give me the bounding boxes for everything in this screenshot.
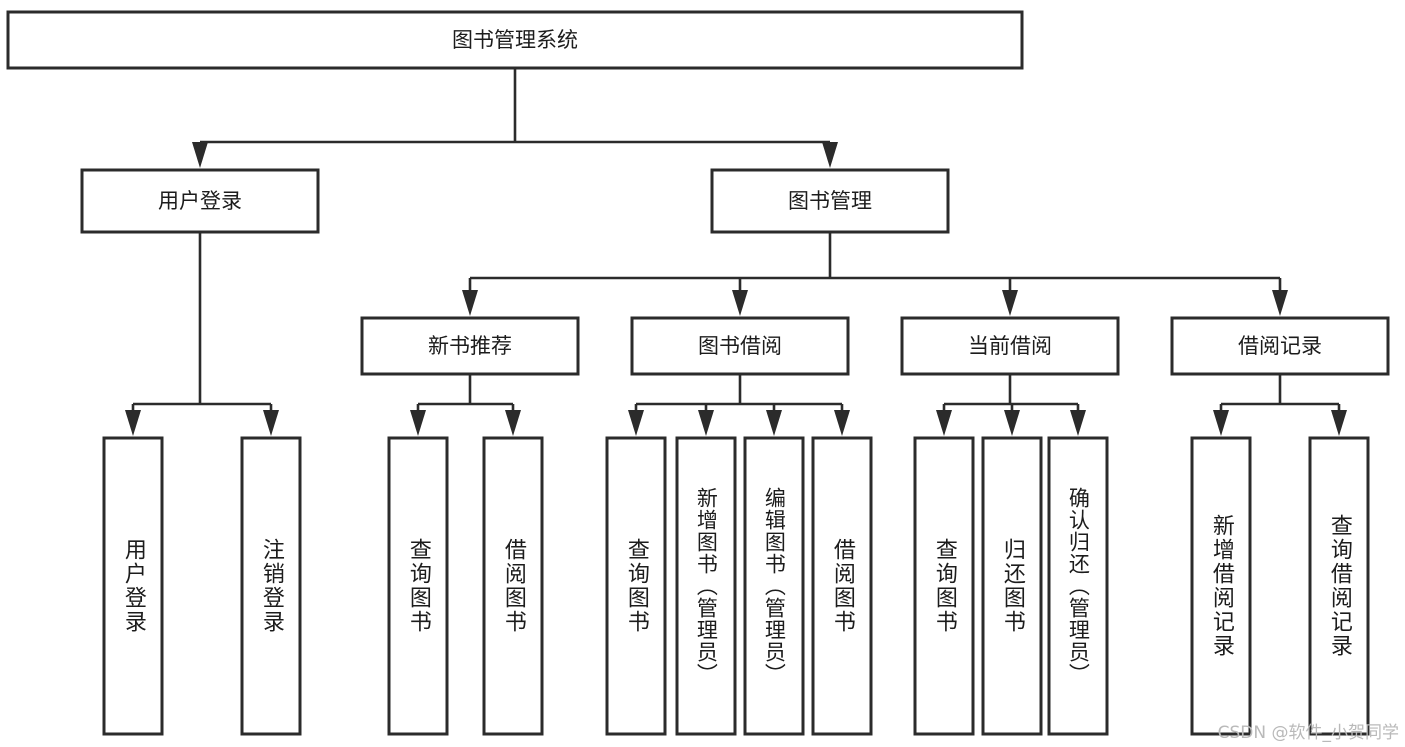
node-boxes-layer — [6, 10, 1390, 736]
arrow-head-icon — [732, 290, 748, 316]
node-box-leaf-borrow-book-2[interactable] — [811, 436, 873, 736]
node-box-leaf-add-book[interactable] — [675, 436, 737, 736]
node-box-new-book-recommend[interactable] — [360, 316, 580, 376]
node-box-leaf-logout[interactable] — [240, 436, 302, 736]
arrow-head-icon — [628, 410, 644, 436]
arrow-head-icon — [263, 410, 279, 436]
arrow-head-icon — [822, 142, 838, 168]
arrow-head-icon — [410, 410, 426, 436]
node-box-leaf-return-book[interactable] — [981, 436, 1043, 736]
arrow-head-icon — [505, 410, 521, 436]
connector-group-current-to-leaves — [936, 374, 1086, 436]
arrow-head-icon — [192, 142, 208, 168]
connector-group-record-to-leaves — [1213, 374, 1347, 436]
connector-group-bookmanage-to-level2 — [462, 232, 1288, 316]
node-box-leaf-query-book-2[interactable] — [605, 436, 667, 736]
node-label-current-borrow: 当前借阅 — [968, 334, 1052, 358]
arrow-head-icon — [834, 410, 850, 436]
arrow-head-icon — [698, 410, 714, 436]
node-label-user-login: 用户登录 — [158, 189, 242, 213]
connector-group-root-to-level1 — [192, 68, 838, 168]
connector-group-recommend-to-leaves — [410, 374, 521, 436]
node-box-leaf-query-book-1[interactable] — [387, 436, 449, 736]
node-label-root: 图书管理系统 — [452, 28, 578, 52]
arrow-head-icon — [1070, 410, 1086, 436]
arrow-head-icon — [1004, 410, 1020, 436]
node-box-leaf-query-record[interactable] — [1308, 436, 1370, 736]
node-box-borrow-record[interactable] — [1170, 316, 1390, 376]
node-box-root[interactable] — [6, 10, 1024, 70]
connector-group-borrow-to-leaves — [628, 374, 850, 436]
connectors-layer — [125, 68, 1347, 436]
node-box-user-login[interactable] — [80, 168, 320, 234]
node-box-book-borrow[interactable] — [630, 316, 850, 376]
node-box-leaf-borrow-book-1[interactable] — [482, 436, 544, 736]
node-box-leaf-query-book-3[interactable] — [913, 436, 975, 736]
arrow-head-icon — [462, 290, 478, 316]
arrow-head-icon — [936, 410, 952, 436]
arrow-head-icon — [1002, 290, 1018, 316]
arrow-head-icon — [125, 410, 141, 436]
node-box-leaf-confirm-return[interactable] — [1047, 436, 1109, 736]
node-box-leaf-add-record[interactable] — [1190, 436, 1252, 736]
arrow-head-icon — [1272, 290, 1288, 316]
arrow-head-icon — [766, 410, 782, 436]
node-box-leaf-edit-book[interactable] — [743, 436, 805, 736]
node-label-book-manage: 图书管理 — [788, 189, 872, 213]
node-label-book-borrow: 图书借阅 — [698, 334, 782, 358]
node-box-book-manage[interactable] — [710, 168, 950, 234]
node-box-current-borrow[interactable] — [900, 316, 1120, 376]
watermark-text: CSDN @软件_小贺同学 — [1217, 723, 1399, 743]
node-box-leaf-user-login[interactable] — [102, 436, 164, 736]
arrow-head-icon — [1213, 410, 1229, 436]
node-label-borrow-record: 借阅记录 — [1238, 334, 1322, 358]
node-label-new-book-recommend: 新书推荐 — [428, 334, 512, 358]
connector-group-userlogin-to-leaves — [125, 232, 279, 436]
arrow-head-icon — [1331, 410, 1347, 436]
